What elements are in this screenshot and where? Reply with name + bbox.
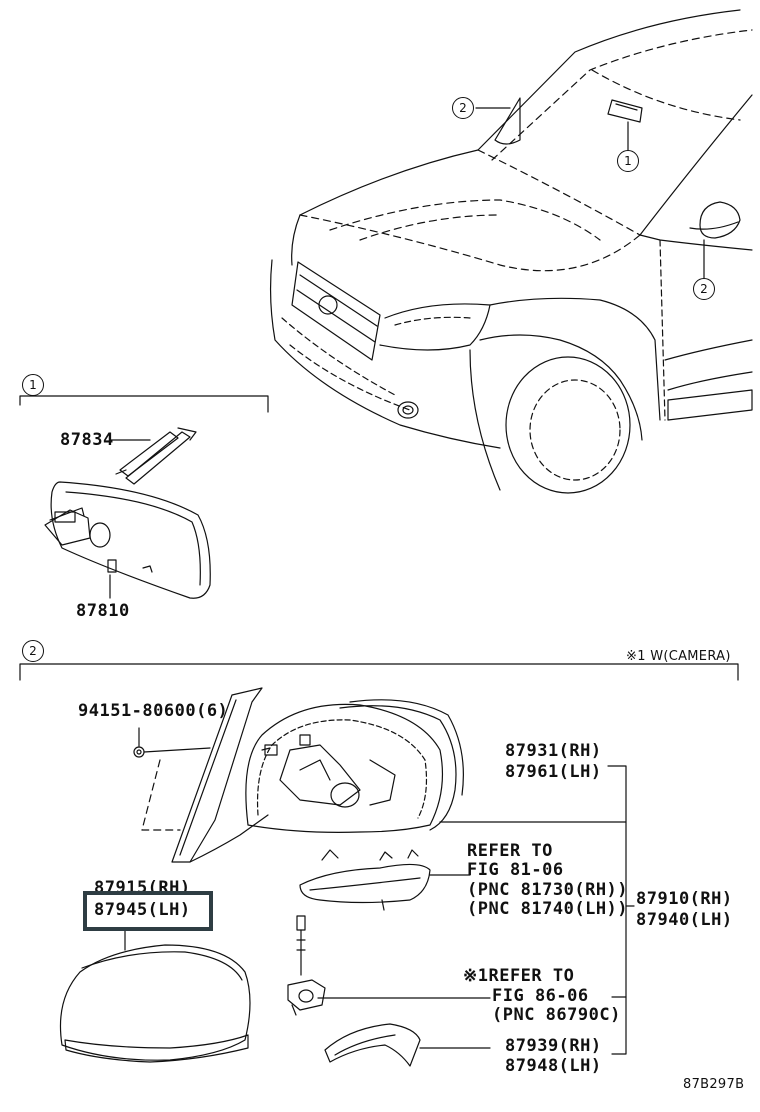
callout-2-windshield: 2 (452, 97, 474, 119)
callout-2-side: 2 (693, 278, 715, 300)
part-number-87931-rh[interactable]: 87931(RH) (505, 741, 602, 761)
vehicle-illustration (269, 9, 753, 494)
refer-fig-81-06-line4: (PNC 81740(LH)) (467, 899, 629, 919)
refer-fig-81-06-line1: REFER TO (467, 841, 553, 861)
callout-section-2: 2 (22, 640, 44, 662)
refer-fig-86-06-line3: (PNC 86790C) (492, 1005, 621, 1025)
refer-fig-86-06-line1: ※1REFER TO (463, 966, 575, 986)
leader-lines (317, 765, 635, 1055)
part-number-87948-lh[interactable]: 87948(LH) (505, 1056, 602, 1076)
turn-signal-lamp (299, 849, 431, 911)
part-number-87834[interactable]: 87834 (60, 430, 114, 450)
refer-fig-86-06-line2[interactable]: FIG 86-06 (492, 986, 589, 1006)
part-number-87945-lh[interactable]: 87945(LH) (94, 900, 191, 920)
part-number-87939-rh[interactable]: 87939(RH) (505, 1036, 602, 1056)
part-number-94151-80600[interactable]: 94151-80600(6) (78, 701, 229, 721)
refer-fig-81-06-line2[interactable]: FIG 81-06 (467, 860, 564, 880)
figure-code: 87B297B (683, 1077, 745, 1092)
refer-fig-81-06-line3: (PNC 81730(RH)) (467, 880, 629, 900)
section-2-frame (19, 663, 739, 681)
bolt-94151 (133, 727, 211, 831)
door-panel (171, 687, 269, 863)
callout-section-1: 1 (22, 374, 44, 396)
inner-mirror-87810 (44, 481, 211, 599)
wire-harness-87834 (109, 427, 197, 485)
cover-garnish-87939 (324, 1023, 421, 1067)
section-1-frame (19, 395, 269, 413)
part-number-87810[interactable]: 87810 (76, 601, 130, 621)
callout-1-roof: 1 (617, 150, 639, 172)
part-number-87961-lh[interactable]: 87961(LH) (505, 762, 602, 782)
mirror-cover-87945 (59, 924, 251, 1063)
part-number-87940-lh[interactable]: 87940(LH) (636, 910, 733, 930)
side-camera (287, 915, 326, 1016)
highlight-box-87945 (83, 891, 213, 931)
camera-note: ※1 W(CAMERA) (626, 649, 731, 664)
mirror-body-87931 (245, 699, 464, 833)
part-number-87910-rh[interactable]: 87910(RH) (636, 889, 733, 909)
